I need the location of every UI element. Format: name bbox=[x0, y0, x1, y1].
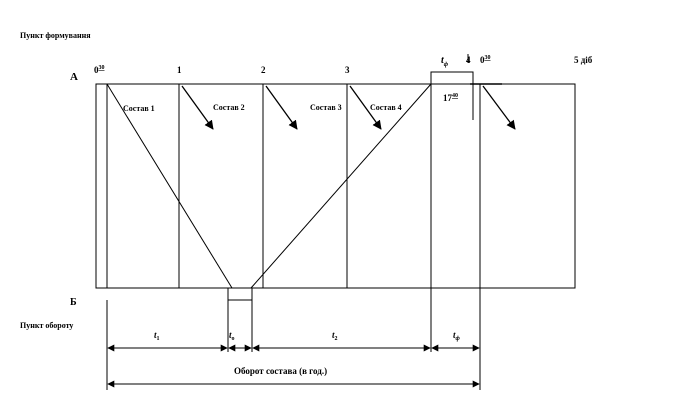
point-b-label: Б bbox=[70, 297, 77, 308]
time-mark-2: 2 bbox=[261, 65, 266, 75]
time-mark-3: 3 bbox=[345, 65, 350, 75]
train-path-out bbox=[106, 83, 233, 289]
top-point-label: Пункт формування bbox=[20, 31, 91, 40]
point-a-label: А bbox=[70, 71, 78, 83]
train-label-4: Состав 4 bbox=[370, 103, 402, 112]
train-arrow-3 bbox=[265, 85, 298, 130]
train-label-2: Состав 2 bbox=[213, 103, 245, 112]
time-mark-far-right: 5 діб bbox=[574, 55, 593, 65]
train-arrow-4 bbox=[349, 85, 382, 130]
train-arrow-next bbox=[482, 85, 516, 130]
train-label-1: Состав 1 bbox=[123, 104, 155, 113]
interval-t2-label: t2 bbox=[332, 330, 338, 342]
time-mark-end: 030 bbox=[480, 55, 491, 65]
schedule-frame bbox=[95, 83, 576, 289]
turnover-box bbox=[227, 287, 253, 301]
interval-t1-label: t1 bbox=[154, 330, 160, 342]
interval-tf-label: tф bbox=[453, 330, 461, 342]
train-path-return bbox=[250, 83, 432, 289]
time-mark-start: 030 bbox=[94, 65, 105, 75]
formation-box bbox=[430, 71, 474, 85]
bottom-point-label: Пункт обороту bbox=[20, 321, 73, 330]
turnover-total-label: Оборот состава (в год.) bbox=[234, 366, 327, 376]
train-label-3: Состав 3 bbox=[310, 103, 342, 112]
train-arrow-2 bbox=[181, 85, 214, 130]
arrival-time: 1740 bbox=[443, 93, 458, 103]
time-mark-1: 1 bbox=[177, 65, 182, 75]
time-mark-tf: tф bbox=[441, 55, 449, 68]
interval-to-label: tо bbox=[229, 330, 235, 342]
